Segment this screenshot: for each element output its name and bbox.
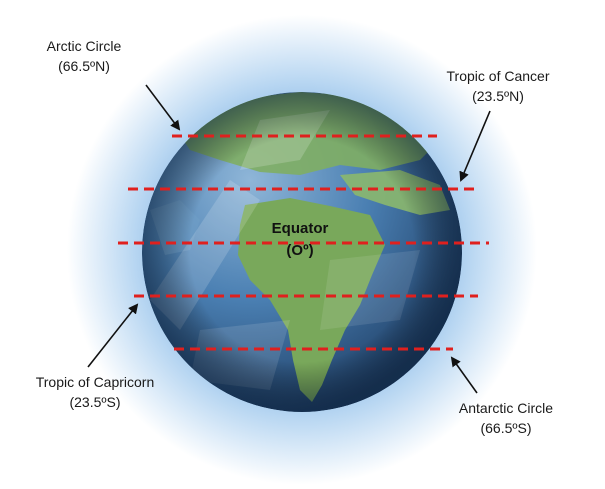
equator-latitude: (Oº) <box>286 242 314 259</box>
arctic-arrow <box>145 84 181 131</box>
earth-globe <box>142 92 462 412</box>
cancer-arrow <box>459 110 491 182</box>
antarctic-circle-name: Antarctic Circle <box>458 400 554 416</box>
antarctic-arrow <box>450 356 478 394</box>
arctic-circle-latitude: (66.5ºN) <box>58 58 110 74</box>
pointer-arrows <box>87 84 491 394</box>
antarctic-circle-latitude: (66.5ºS) <box>480 420 532 436</box>
tropic-of-capricorn-name: Tropic of Capricorn <box>35 374 155 390</box>
tropic-of-cancer-latitude: (23.5ºN) <box>472 88 524 104</box>
equator-label: Equator (Oº) <box>252 218 348 262</box>
tropic-of-cancer-label: Tropic of Cancer (23.5ºN) <box>428 66 568 106</box>
equator-name: Equator <box>271 220 329 237</box>
tropic-of-capricorn-label: Tropic of Capricorn (23.5ºS) <box>14 372 176 412</box>
arctic-circle-name: Arctic Circle <box>46 38 122 54</box>
latitude-lines <box>118 134 489 351</box>
arctic-circle-label: Arctic Circle (66.5ºN) <box>30 36 138 76</box>
capricorn-arrow <box>87 303 139 368</box>
tropic-of-cancer-name: Tropic of Cancer <box>446 68 550 84</box>
tropic-of-capricorn-latitude: (23.5ºS) <box>69 394 121 410</box>
antarctic-circle-label: Antarctic Circle (66.5ºS) <box>436 398 576 438</box>
